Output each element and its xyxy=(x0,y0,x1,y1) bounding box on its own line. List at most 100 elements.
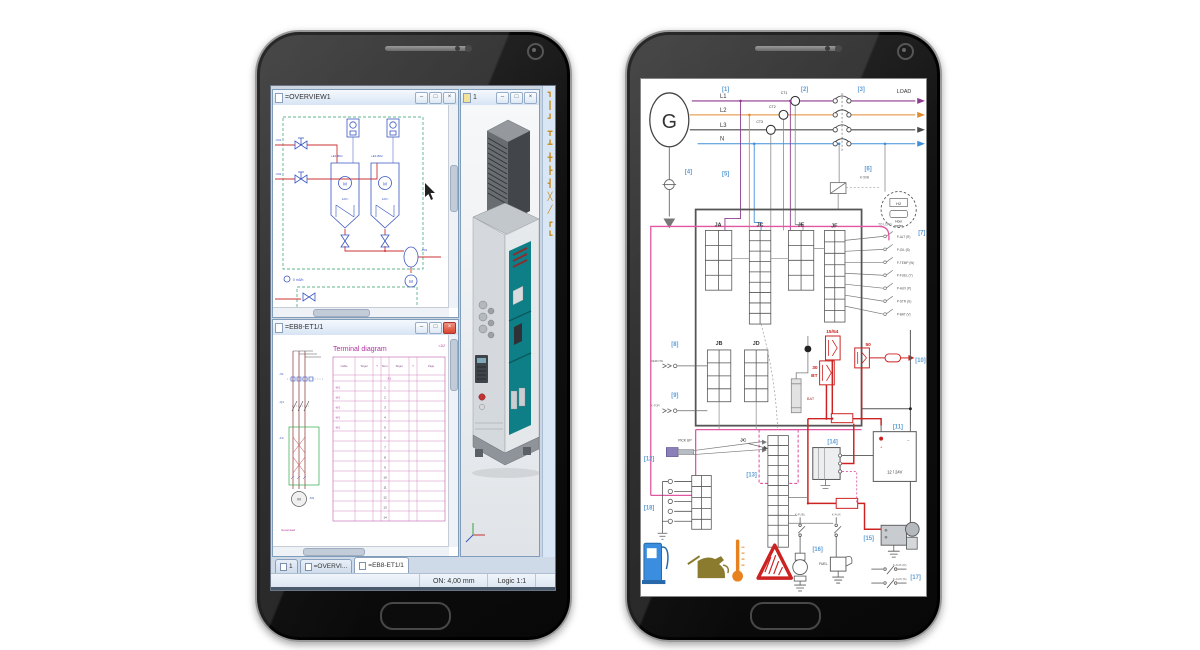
terminal-tag: P-ALT (R) xyxy=(897,235,911,239)
pid-schematic: M M M -V01 -V02 +E1-B01 +E1-B02 120 l 12… xyxy=(275,116,441,308)
cursor-icon xyxy=(425,183,435,200)
camera-lens xyxy=(902,48,906,52)
status-grid-cell: ON: 4,00 mm xyxy=(418,574,488,588)
terminal-cell: 7 xyxy=(384,446,386,450)
ct-label: CT1 xyxy=(781,91,788,95)
connector-label: JC xyxy=(757,222,764,228)
scroll-thumb[interactable] xyxy=(450,165,458,212)
proximity-sensor xyxy=(825,46,830,51)
bat-label: BAT xyxy=(807,396,815,401)
connection-symbol-icon[interactable]: ┃ xyxy=(547,101,553,110)
close-button[interactable]: × xyxy=(443,91,456,104)
phase-label: L3 xyxy=(720,123,727,129)
load-arrow xyxy=(917,97,926,104)
contact-tag: K-AUX xyxy=(832,512,841,516)
window-terminal-diagram: =EB8-ET1/1 – □ × xyxy=(272,319,459,557)
document-icon xyxy=(275,322,283,333)
relay-terminal-label: 15/54 xyxy=(826,329,838,335)
scroll-thumb[interactable] xyxy=(313,309,370,317)
contact-tag: K-AUX (R) xyxy=(893,563,907,567)
connection-symbol-icon[interactable]: ╋ xyxy=(547,153,553,162)
motor-label: M xyxy=(343,182,347,187)
harness-plug-zone xyxy=(758,429,799,484)
ref-label-1: [1] xyxy=(722,87,729,93)
connection-symbol-icon[interactable]: ┛ xyxy=(547,114,553,123)
page-icon xyxy=(359,561,367,570)
starting-circuit: 15/54 50 30 BT [10] BAT xyxy=(790,329,926,531)
tab-terminal-diagram[interactable]: =EB8-ET1/1 xyxy=(354,557,409,573)
tab-label: =EB8-ET1/1 xyxy=(368,562,404,569)
grid-size-value: ON: 4,00 mm xyxy=(432,577,475,585)
scroll-thumb[interactable] xyxy=(450,339,458,391)
mounted-components xyxy=(475,300,503,430)
relay-terminal-label: 50 xyxy=(865,342,871,348)
status-empty-cell xyxy=(535,574,555,588)
terminal-tag: P-FUEL (Y) xyxy=(897,274,913,278)
diode-connector xyxy=(657,475,712,540)
restore-button[interactable]: □ xyxy=(510,91,523,104)
connection-symbol-icon[interactable]: ┓ xyxy=(547,88,553,97)
ref-label-2: [2] xyxy=(801,87,808,93)
pipe-junction xyxy=(384,250,386,252)
connection-symbol-icon[interactable]: ┏ xyxy=(547,218,553,227)
overview-hscrollbar[interactable] xyxy=(273,307,449,317)
phase-label: L2 xyxy=(720,108,727,114)
screen-bottom-strip xyxy=(271,587,555,590)
connection-symbol-icon[interactable]: ┣ xyxy=(547,166,553,175)
connection-symbol-icon[interactable]: ┫ xyxy=(547,179,553,188)
model-icon xyxy=(463,92,471,103)
ct-symbol xyxy=(765,124,776,135)
ref-label-3: [3] xyxy=(858,87,865,93)
ref-label-11: [11] xyxy=(893,425,903,431)
close-button[interactable]: × xyxy=(524,91,537,104)
restore-button[interactable]: □ xyxy=(429,321,442,334)
motor-label: M xyxy=(383,182,387,187)
window-3d-model: 1 – □ × xyxy=(460,89,540,557)
plug-symbols xyxy=(662,363,708,414)
window-overview-titlebar: =OVERVIEW1 – □ × xyxy=(273,90,458,106)
restore-button[interactable]: □ xyxy=(429,91,442,104)
connection-symbol-icon[interactable]: ╳ xyxy=(547,192,553,201)
sheet-footnote: Generated xyxy=(281,528,296,532)
window-title: =OVERVIEW1 xyxy=(285,94,331,101)
window-title: =EB8-ET1/1 xyxy=(285,324,324,331)
terminal-cell: 6 xyxy=(384,436,386,440)
overview-vscrollbar[interactable] xyxy=(448,105,458,308)
generator-wiring-diagram: G L1 L2 L3 N LOAD [1] [2] [3] xyxy=(641,87,926,592)
close-button[interactable]: × xyxy=(443,321,456,334)
tab-overview[interactable]: =OVERVI... xyxy=(299,559,353,573)
camera-lens xyxy=(532,48,536,52)
connection-symbol-icon[interactable]: ╱ xyxy=(547,205,553,214)
minimize-button[interactable]: – xyxy=(415,91,428,104)
fuel-pump-icon xyxy=(641,542,669,585)
mech-link xyxy=(760,323,778,430)
window-title: 1 xyxy=(473,94,477,101)
light-sensor xyxy=(835,45,842,52)
tank-tag: +E1-B02 xyxy=(371,154,383,158)
relay-terminal-label: BT xyxy=(811,373,817,379)
terminal-hscrollbar[interactable] xyxy=(273,546,449,556)
terminal-cell: 11 xyxy=(383,486,386,490)
home-button xyxy=(750,602,821,630)
alternator: [14] xyxy=(812,440,874,504)
model-canvas xyxy=(461,105,539,556)
meter-caption: meter xyxy=(894,224,903,228)
minimize-button[interactable]: – xyxy=(496,91,509,104)
tab-page-1[interactable]: 1 xyxy=(275,559,298,573)
fuse-holder xyxy=(790,378,802,414)
connection-symbol-icon[interactable]: ┳ xyxy=(547,127,553,136)
window-overview: =OVERVIEW1 – □ × xyxy=(272,89,459,318)
connection-symbol-icon[interactable]: ┻ xyxy=(547,140,553,149)
minimize-button[interactable]: – xyxy=(415,321,428,334)
pid-text-labels: M M M -V01 -V02 +E1-B01 +E1-B02 120 l 12… xyxy=(275,138,428,284)
overview-canvas: M M M -V01 -V02 +E1-B01 +E1-B02 120 l 12… xyxy=(273,105,458,317)
connection-symbol-icon[interactable]: ┗ xyxy=(547,231,553,240)
speaker-grille xyxy=(755,46,837,51)
connector-label: JC xyxy=(740,438,747,444)
scroll-thumb[interactable] xyxy=(303,548,365,556)
output-terminal-column: TO LOAD [7] P-ALT (R) P-OIL (B) P-TEMP (… xyxy=(844,222,925,317)
terminal-vscrollbar[interactable] xyxy=(448,335,458,547)
battery-voltage: 12 / 24V xyxy=(887,469,902,474)
connector-label: JE xyxy=(798,222,805,228)
load-arrow xyxy=(917,140,926,147)
